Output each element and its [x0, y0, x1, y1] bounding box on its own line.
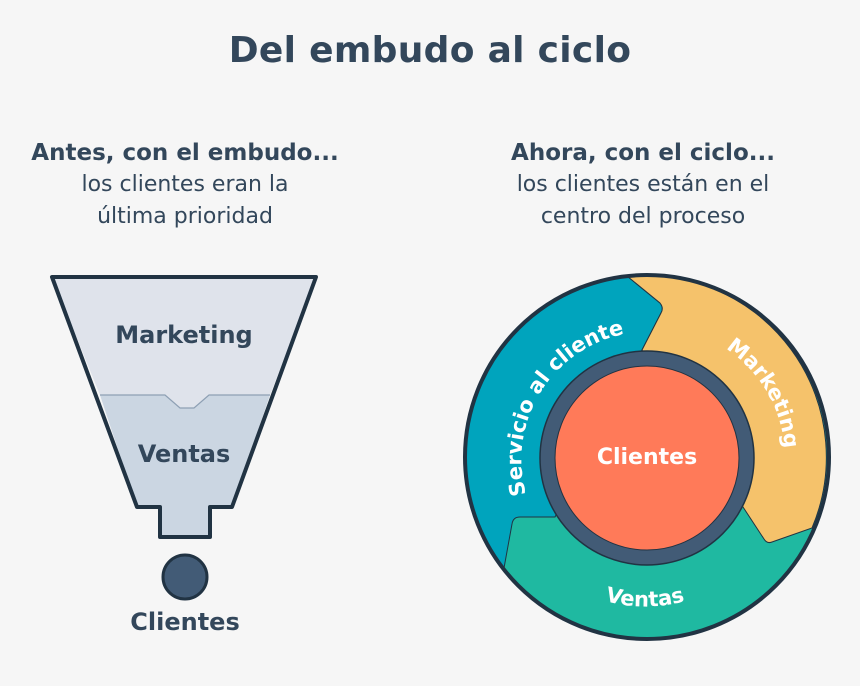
funnel-stage-ventas	[100, 395, 270, 537]
funnel-caption-line2: última prioridad	[97, 204, 273, 229]
page-title: Del embudo al ciclo	[228, 30, 632, 71]
funnel-divider	[100, 394, 270, 409]
funnel-stage-marketing	[52, 277, 316, 408]
flywheel-center-label: Clientes	[597, 445, 697, 470]
flywheel-caption: Ahora, con el ciclo... los clientes está…	[463, 137, 823, 233]
flywheel-heading: Ahora, con el ciclo...	[511, 140, 775, 166]
flywheel: Clientes Servicio al cliente Marketing V…	[463, 273, 831, 641]
flywheel-center	[554, 365, 740, 551]
funnel-output-label: Clientes	[130, 608, 239, 636]
flywheel-caption-line1: los clientes están en el	[516, 172, 770, 197]
flywheel-caption-line2: centro del proceso	[540, 204, 746, 229]
funnel-heading: Antes, con el embudo...	[31, 140, 339, 166]
funnel-outline	[50, 275, 318, 539]
funnel-caption-line1: los clientes eran la	[81, 172, 289, 197]
funnel-caption: Antes, con el embudo... los clientes era…	[10, 137, 360, 233]
funnel-output-dot-icon	[161, 553, 209, 601]
funnel-label-ventas: Ventas	[138, 440, 231, 468]
funnel: Marketing Ventas Clientes	[50, 275, 318, 636]
funnel-label-marketing: Marketing	[115, 321, 252, 349]
flywheel-outline	[463, 273, 831, 641]
